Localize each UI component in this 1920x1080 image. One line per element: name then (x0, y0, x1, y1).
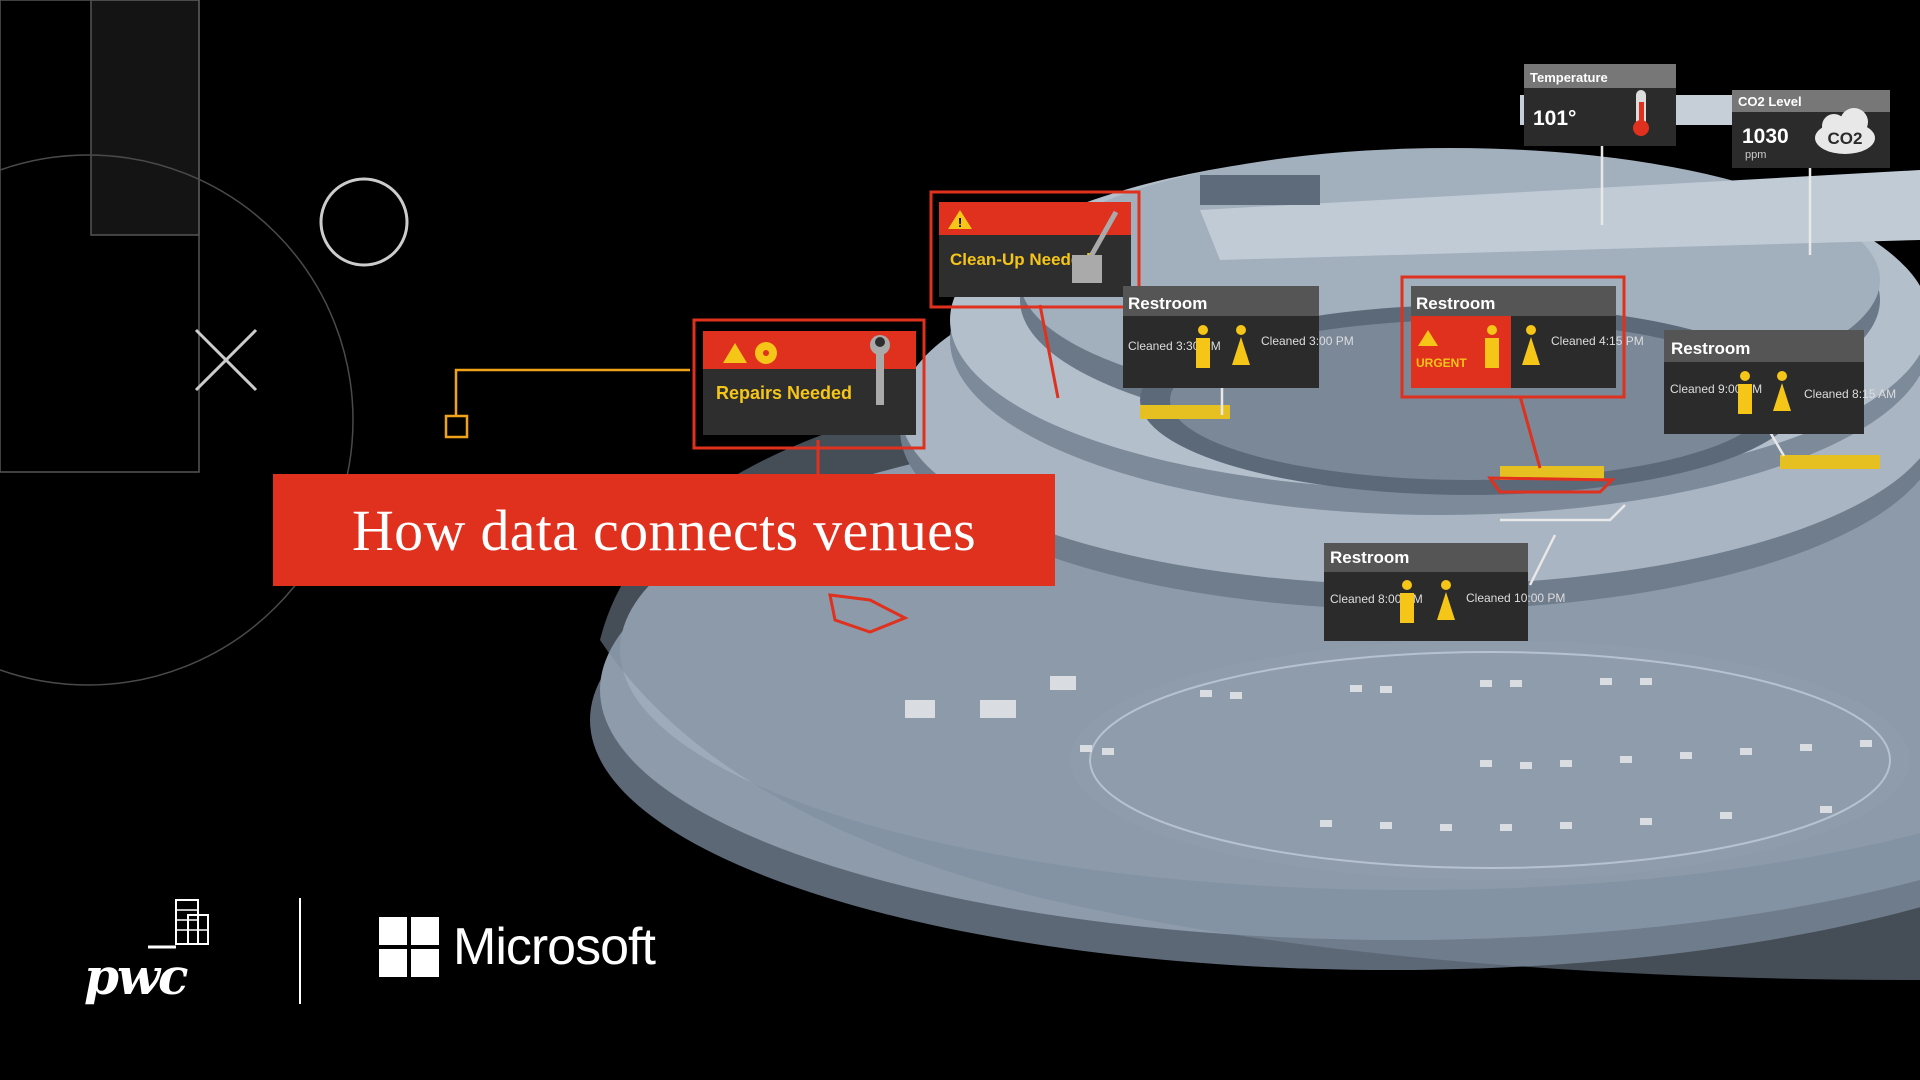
repairs-alert-panel[interactable]: Repairs Needed (692, 318, 926, 450)
microsoft-wordmark: Microsoft (453, 918, 656, 976)
temperature-value: 101° (1533, 107, 1576, 130)
connector-node (444, 414, 469, 439)
logo-divider (299, 898, 301, 1004)
warning-icon (1418, 330, 1438, 346)
restroom-label: Restroom (1416, 294, 1495, 313)
male-icon (1402, 580, 1412, 590)
leader-lines (816, 304, 1616, 634)
microsoft-squares-icon (379, 917, 439, 977)
decorative-frame (0, 0, 200, 473)
sensor-leaders (1220, 144, 1812, 586)
repairs-alert-label: Repairs Needed (716, 383, 852, 403)
co2-unit: ppm (1745, 149, 1766, 161)
temperature-panel[interactable]: Temperature 101° (1524, 64, 1676, 146)
temperature-label: Temperature (1530, 70, 1608, 85)
female-icon (1777, 371, 1787, 381)
pwc-building-mark (148, 899, 209, 949)
restroom-right-time: Cleaned 3:00 PM (1261, 334, 1354, 348)
female-icon (1526, 325, 1536, 335)
co2-label: CO2 Level (1738, 94, 1802, 109)
restroom-panel-4[interactable]: Restroom Cleaned 8:00 PM Cleaned 10:00 P… (1324, 543, 1565, 641)
warning-icon (948, 210, 972, 229)
male-icon (1198, 325, 1208, 335)
page-title: How data connects venues (351, 497, 977, 563)
thermometer-icon (1633, 90, 1649, 136)
restroom-panel-1[interactable]: Restroom Cleaned 3:30 PM Cleaned 3:00 PM (1123, 286, 1354, 388)
decorative-large-circle (0, 154, 354, 686)
female-icon (1441, 580, 1451, 590)
decorative-small-circle (319, 177, 409, 267)
restroom-right-time: Cleaned 8:15 AM (1804, 387, 1896, 401)
cleanup-alert-panel[interactable]: ! Clean-Up Needed (929, 190, 1141, 309)
pwc-logo: pwc (84, 895, 234, 1006)
mop-bucket-icon (1072, 210, 1119, 283)
pwc-wordmark: pwc (84, 947, 188, 1006)
wrench-icon (870, 335, 890, 405)
decorative-x-mark (194, 328, 258, 392)
decorative-shapes (0, 0, 690, 686)
male-icon (1740, 371, 1750, 381)
restroom-right-time: Cleaned 10:00 PM (1466, 591, 1565, 605)
restroom-urgent-label: URGENT (1416, 356, 1467, 370)
restroom-left-time: Cleaned 8:00 PM (1330, 592, 1423, 606)
warning-icon (723, 343, 747, 363)
svg-text:!: ! (958, 215, 962, 230)
restroom-label: Restroom (1128, 294, 1207, 313)
connector-line (454, 368, 690, 416)
co2-icon-text: CO2 (1828, 129, 1863, 148)
co2-value: 1030 (1742, 125, 1789, 148)
restroom-right-time: Cleaned 4:15 PM (1551, 334, 1644, 348)
restroom-panel-2[interactable]: Restroom URGENT Cleaned 4:15 PM (1400, 275, 1644, 399)
parking-cars (905, 676, 1872, 831)
restroom-label: Restroom (1330, 548, 1409, 567)
decorative-dark-panel (91, 0, 199, 235)
title-banner: How data connects venues (273, 474, 1055, 586)
cloud-icon: CO2 (1815, 108, 1875, 154)
co2-panel[interactable]: CO2 Level 1030 ppm CO2 (1732, 90, 1890, 168)
restroom-label: Restroom (1671, 339, 1750, 358)
female-icon (1236, 325, 1246, 335)
male-icon (1487, 325, 1497, 335)
restroom-panel-3[interactable]: Restroom Cleaned 9:00 AM Cleaned 8:15 AM (1664, 330, 1896, 434)
cleanup-alert-label: Clean-Up Needed (950, 250, 1091, 269)
microsoft-logo: Microsoft (379, 917, 656, 977)
